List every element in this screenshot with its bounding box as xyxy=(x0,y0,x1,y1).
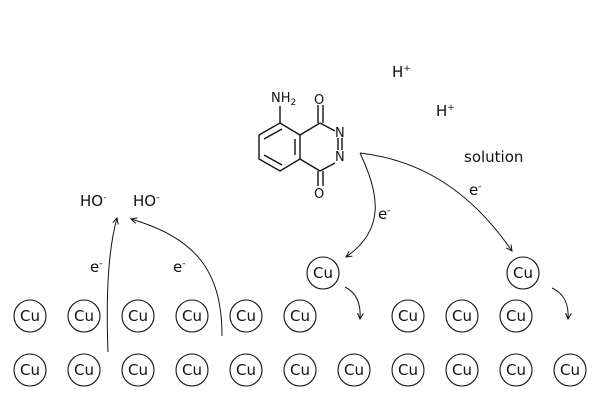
copper-atom-row2-2: Cu xyxy=(67,353,101,387)
copper-atom-row1-5: Cu xyxy=(229,299,263,333)
copper-atom-row2-9: Cu xyxy=(445,353,479,387)
amine-group: NH2 xyxy=(271,91,296,108)
hydroxide-ion-2: HO- xyxy=(133,192,159,210)
copper-atom-row2-10: Cu xyxy=(499,353,533,387)
copper-atom-circle xyxy=(337,353,371,387)
copper-atom-circle xyxy=(175,353,209,387)
copper-atom-row1-9: Cu xyxy=(445,299,479,333)
copper-symbol: Cu xyxy=(20,361,40,379)
benzene-inner-bond-1 xyxy=(263,128,283,140)
copper-symbol: Cu xyxy=(236,307,256,325)
copper-atom-circle xyxy=(506,256,540,290)
copper-atom-circle xyxy=(283,299,317,333)
copper-symbol: Cu xyxy=(398,361,418,379)
hydrogen-ion-1: H+ xyxy=(392,63,411,81)
copper-atom-circle xyxy=(553,353,587,387)
copper-ion-1: Cu xyxy=(306,256,340,290)
copper-atom-circle xyxy=(229,353,263,387)
copper-symbol: Cu xyxy=(20,307,40,325)
ring-bond-lower xyxy=(299,158,321,172)
copper-atom-circle xyxy=(391,353,425,387)
copper-atom-row1-6: Cu xyxy=(283,299,317,333)
copper-atom-row1-4: Cu xyxy=(175,299,209,333)
hydrogen-ion-2: H+ xyxy=(436,102,455,120)
copper-atom-circle xyxy=(499,353,533,387)
copper-symbol: Cu xyxy=(128,361,148,379)
copper-atom-row1-8: Cu xyxy=(391,299,425,333)
copper-atom-row2-8: Cu xyxy=(391,353,425,387)
copper-symbol: Cu xyxy=(290,307,310,325)
copper-atom-circle xyxy=(445,353,479,387)
copper-atom-row2-3: Cu xyxy=(121,353,155,387)
copper-atom-row2-5: Cu xyxy=(229,353,263,387)
copper-atom-circle xyxy=(445,299,479,333)
copper-symbol: Cu xyxy=(452,307,472,325)
oxygen-atom-upper: O xyxy=(314,93,324,108)
copper-symbol: Cu xyxy=(290,361,310,379)
copper-atom-circle xyxy=(13,353,47,387)
electron-label-3: e- xyxy=(90,258,102,276)
copper-symbol: Cu xyxy=(236,361,256,379)
oxygen-atom-lower: O xyxy=(314,187,324,202)
c-n-bond-lower xyxy=(319,162,336,172)
nitrogen-atom-lower: N xyxy=(335,150,345,165)
copper-symbol: Cu xyxy=(313,264,333,282)
copper-atom-row2-6: Cu xyxy=(283,353,317,387)
copper-atom-circle xyxy=(283,353,317,387)
copper-ion-2: Cu xyxy=(506,256,540,290)
copper-atom-circle xyxy=(175,299,209,333)
copper-atom-circle xyxy=(67,299,101,333)
copper-symbol: Cu xyxy=(344,361,364,379)
electron-arrow-up-1 xyxy=(106,218,117,353)
copper-symbol: Cu xyxy=(74,361,94,379)
copper-atom-row1-10: Cu xyxy=(499,299,533,333)
copper-symbol: Cu xyxy=(182,307,202,325)
electron-label-1: e- xyxy=(469,181,481,199)
nitrogen-atom-upper: N xyxy=(335,126,345,141)
c-n-bond-upper xyxy=(319,122,336,132)
copper-atom-row1-1: Cu xyxy=(13,299,47,333)
solution-label: solution xyxy=(464,148,523,166)
copper-symbol: Cu xyxy=(182,361,202,379)
copper-symbol: Cu xyxy=(506,361,526,379)
copper-atom-row2-1: Cu xyxy=(13,353,47,387)
electron-label-2: e- xyxy=(378,205,390,223)
copper-atom-circle xyxy=(391,299,425,333)
aminophthalhydrazide-molecule: NH2 O O N N xyxy=(258,91,345,202)
copper-atom-circle xyxy=(499,299,533,333)
deposit-arrow-1 xyxy=(344,286,360,319)
copper-symbol: Cu xyxy=(506,307,526,325)
copper-symbol: Cu xyxy=(560,361,580,379)
copper-symbol: Cu xyxy=(398,307,418,325)
copper-atom-row1-3: Cu xyxy=(121,299,155,333)
deposit-arrow-2 xyxy=(551,287,568,319)
copper-atom-row2-11: Cu xyxy=(553,353,587,387)
copper-atom-row2-4: Cu xyxy=(175,353,209,387)
hydroxide-ion-1: HO- xyxy=(80,192,106,210)
copper-atom-circle xyxy=(67,353,101,387)
electron-arrow-up-2 xyxy=(131,219,223,337)
copper-symbol: Cu xyxy=(128,307,148,325)
copper-atom-circle xyxy=(229,299,263,333)
electron-arrow-down xyxy=(346,152,376,257)
electron-label-4: e- xyxy=(173,258,185,276)
copper-symbol: Cu xyxy=(452,361,472,379)
ring-bond-upper xyxy=(299,122,321,136)
copper-symbol: Cu xyxy=(74,307,94,325)
copper-atom-circle xyxy=(306,256,340,290)
copper-atom-circle xyxy=(121,353,155,387)
copper-atom-row2-7: Cu xyxy=(337,353,371,387)
copper-atom-circle xyxy=(121,299,155,333)
copper-symbol: Cu xyxy=(513,264,533,282)
benzene-inner-bond-2 xyxy=(263,154,283,166)
electron-arrow-right xyxy=(359,152,512,251)
copper-atom-row1-2: Cu xyxy=(67,299,101,333)
copper-atom-circle xyxy=(13,299,47,333)
